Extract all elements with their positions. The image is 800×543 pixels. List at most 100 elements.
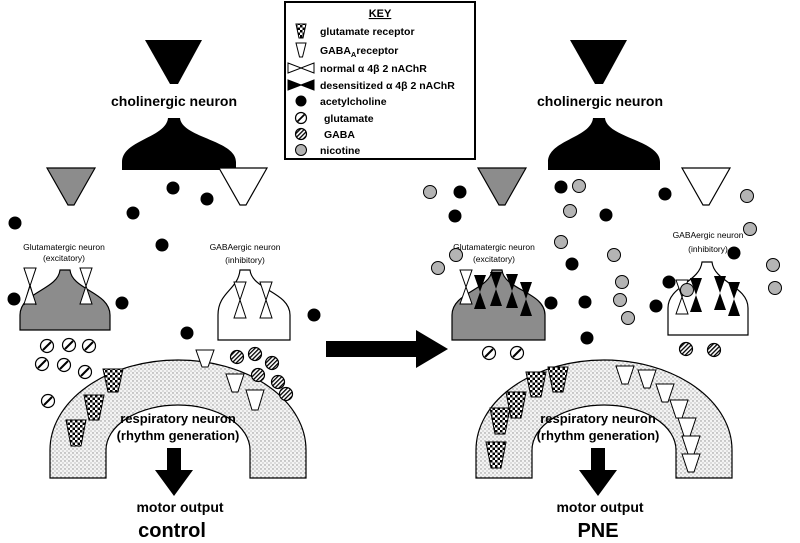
acetylcholine-molecule — [599, 208, 613, 222]
gaba-receptor — [637, 369, 657, 389]
glutamate-molecule-slash — [42, 341, 52, 351]
acetylcholine-molecule — [453, 185, 467, 199]
key-label-glutamate: glutamate — [324, 113, 374, 125]
acetylcholine-molecule — [578, 295, 592, 309]
glutamate-receptor — [65, 419, 87, 447]
motor-output-label: motor output — [556, 499, 643, 515]
glutamate-molecule-slash — [37, 359, 47, 369]
gaba-molecule — [678, 341, 694, 357]
key-box — [284, 1, 476, 160]
glutamate-receptor — [547, 366, 569, 393]
glutamatergic-label-2: (excitatory) — [473, 254, 515, 264]
nicotine-molecule — [613, 293, 627, 307]
nachr-normal — [79, 267, 93, 305]
nachr-normal — [233, 281, 247, 319]
respiratory-label-1: respiratory neuron — [120, 411, 236, 426]
gaba-receptor-icon — [295, 42, 307, 58]
molecules-layer — [7, 179, 782, 409]
nicotine-molecule — [743, 222, 757, 236]
gaba-receptor — [245, 389, 265, 411]
cholinergic-label: cholinergic neuron — [111, 93, 237, 109]
glutamate-molecule-slash — [84, 341, 94, 351]
acetylcholine-molecule — [544, 296, 558, 310]
glutamate-receptor — [485, 441, 507, 469]
nicotine-icon — [295, 144, 307, 156]
acetylcholine-molecule — [7, 292, 21, 306]
key-title: KEY — [369, 8, 392, 20]
panel-control: cholinergic neuron Glutamatergic neuron … — [19, 40, 307, 542]
cholinergic-label: cholinergic neuron — [537, 93, 663, 109]
gabaergic-label-1: GABAergic neuron — [673, 230, 744, 240]
nachr-normal — [259, 281, 273, 319]
key-legend: KEY glutamate receptor GABAAreceptor nor… — [284, 1, 476, 160]
key-label-acetylcholine: acetylcholine — [320, 96, 387, 108]
gabaergic-label-1: GABAergic neuron — [210, 242, 281, 252]
motor-output-arrow — [579, 448, 617, 496]
motor-output-arrow — [155, 448, 193, 496]
nachr-desensitized — [520, 282, 532, 316]
respiratory-label-2: (rhythm generation) — [537, 428, 660, 443]
glutamate-receptor — [489, 407, 511, 435]
nicotine-molecule — [423, 185, 437, 199]
gaba-receptor — [225, 373, 245, 393]
panel-pne: cholinergic neuron Glutamatergic neuron … — [451, 40, 749, 542]
acetylcholine-molecule — [565, 257, 579, 271]
nicotine-molecule — [766, 258, 780, 272]
nicotine-molecule — [615, 275, 629, 289]
normal-nachr-icon — [287, 62, 315, 74]
nicotine-molecule — [680, 283, 694, 297]
nachr-desensitized — [728, 282, 740, 316]
acetylcholine-molecule — [180, 326, 194, 340]
condition-label-pne: PNE — [577, 520, 618, 542]
acetylcholine-icon — [295, 95, 307, 107]
nachr-normal — [23, 267, 37, 305]
gaba-molecule — [278, 386, 294, 402]
desensitized-nachr-icon — [287, 79, 315, 91]
nicotine-molecule — [554, 235, 568, 249]
gabaergic-label-2: (inhibitory) — [225, 255, 265, 265]
glutamate-receptor — [102, 368, 124, 393]
key-label-nicotine: nicotine — [320, 145, 360, 157]
glutamate-molecule-slash — [64, 340, 74, 350]
acetylcholine-molecule — [200, 192, 214, 206]
glutamate-receptor-icon — [295, 23, 307, 39]
gaba-molecule — [229, 349, 245, 365]
glutamate-molecule-slash — [59, 360, 69, 370]
nachr-desensitized — [490, 272, 502, 306]
gabaergic-terminal — [667, 261, 749, 336]
acetylcholine-molecule — [115, 296, 129, 310]
cholinergic-axon — [570, 40, 627, 84]
glutamate-molecule-slash — [484, 348, 494, 358]
gaba-icon — [294, 127, 308, 141]
respiratory-label-1: respiratory neuron — [540, 411, 656, 426]
acetylcholine-molecule — [448, 209, 462, 223]
gaba-receptor — [655, 383, 675, 403]
key-label-desensitized-nachr: desensitized α 4β 2 nAChR — [320, 80, 455, 92]
key-label-glutamate-receptor: glutamate receptor — [320, 26, 415, 38]
glutamate-molecule-slash — [43, 396, 53, 406]
gaba-molecule — [270, 374, 286, 390]
acetylcholine-molecule — [166, 181, 180, 195]
cholinergic-terminal — [122, 118, 236, 170]
acetylcholine-molecule — [727, 246, 741, 260]
respiratory-label-2: (rhythm generation) — [117, 428, 240, 443]
gabaergic-terminal — [217, 269, 291, 341]
glutamatergic-axon — [476, 167, 528, 206]
glutamatergic-label-1: Glutamatergic neuron — [453, 242, 535, 252]
nachr-desensitized — [714, 276, 726, 310]
acetylcholine-molecule — [649, 299, 663, 313]
glutamatergic-label-2: (excitatory) — [43, 253, 85, 263]
acetylcholine-molecule — [662, 275, 676, 289]
glutamate-icon-slash — [296, 113, 306, 123]
nicotine-molecule — [449, 248, 463, 262]
cholinergic-terminal — [548, 118, 660, 170]
nicotine-molecule — [431, 261, 445, 275]
glutamatergic-label-1: Glutamatergic neuron — [23, 242, 105, 252]
glutamate-receptor — [83, 394, 105, 421]
cholinergic-axon — [145, 40, 202, 84]
acetylcholine-molecule — [126, 206, 140, 220]
nicotine-molecule — [572, 179, 586, 193]
gaba-molecule — [706, 342, 722, 358]
glutamatergic-terminal — [19, 269, 111, 331]
